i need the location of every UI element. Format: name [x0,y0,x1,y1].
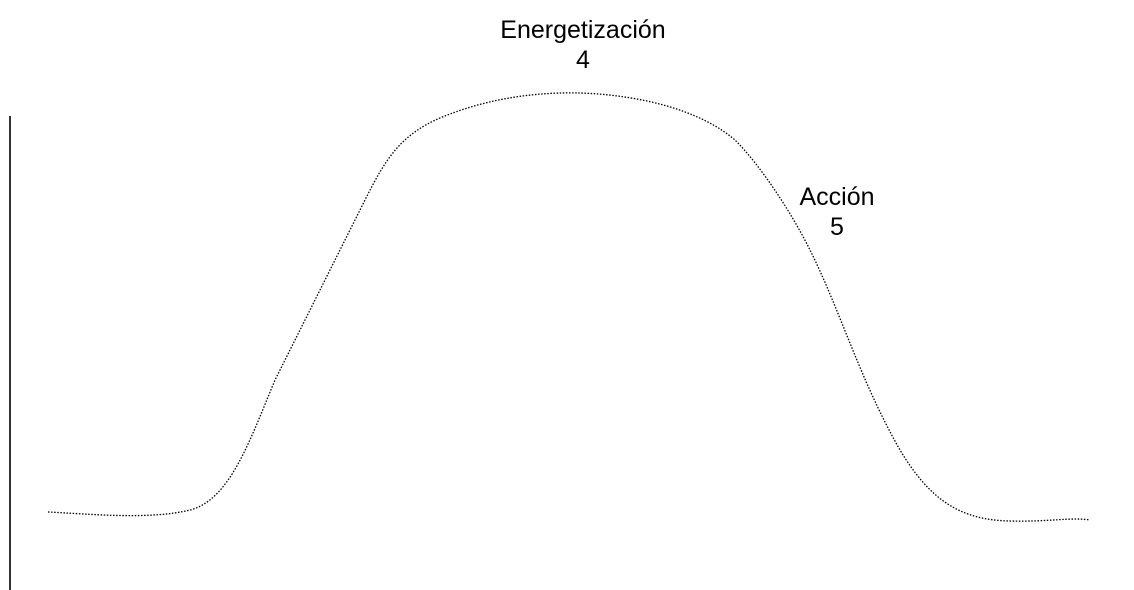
accion-number: 5 [830,213,844,241]
accion-title: Acción [799,183,875,211]
accion-label: Acción 5 [767,182,907,242]
energetizacion-title: Energetización [500,16,666,44]
energy-curve [47,92,1091,522]
energetizacion-number: 4 [576,46,590,74]
energetizacion-label: Energetización 4 [463,15,703,75]
